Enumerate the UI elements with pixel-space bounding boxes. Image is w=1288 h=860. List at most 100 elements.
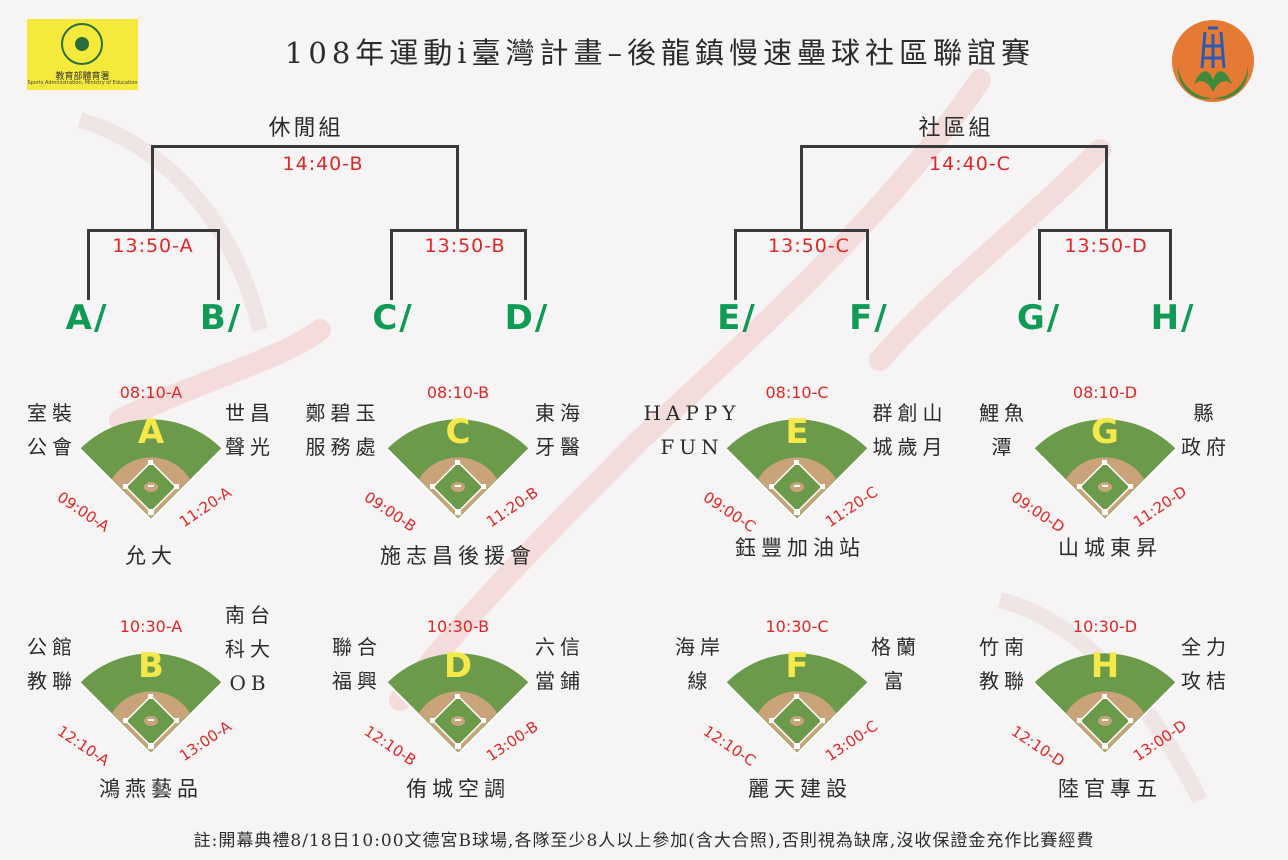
team-name-line: FUN [660,435,724,459]
bracket-line [800,145,803,231]
bracket-line [1169,229,1172,300]
pool-h-team-bottom: 陸官專五 [1058,777,1162,801]
pool-e-team-right: 群創山城歲月 [850,396,970,464]
pool-g-team-bottom: 山城東昇 [1058,536,1162,560]
team-name-line: 城歲月 [872,435,948,459]
pool-g-team-right: 縣政府 [1146,396,1266,464]
pool-a-team-left: 室裝公會 [0,396,112,464]
slot-a: A/ [65,298,109,338]
slot-h: H/ [1150,298,1196,338]
pool-time-top: 10:30-D [1072,617,1138,636]
bracket-line [1038,229,1041,300]
team-name-line: 富 [883,669,909,693]
page-title: 108年運動i臺灣計畫–後龍鎮慢速壘球社區聯誼賽 [284,36,1036,70]
pool-f-team-right: 格蘭富 [836,630,956,698]
baseball-diamond-icon [386,653,530,755]
slot-g: G/ [1016,298,1062,338]
team-name-line: 鄭碧玉 [305,401,381,425]
team-name-line: 海岸 [675,635,725,659]
pool-letter: C [445,412,471,452]
team-name-line: 公館 [27,635,77,659]
township-emblem-icon [1172,20,1254,102]
pool-h-team-right: 全力攻桔 [1146,630,1266,698]
slot-d: D/ [504,298,550,338]
pool-letter: H [1090,646,1120,686]
slot-b: B/ [199,298,243,338]
ministry-logo-name: 教育部體育署 [55,72,110,82]
team-name-line: 東海 [535,401,585,425]
bracket-line [217,229,220,300]
slot-c: C/ [372,298,414,338]
team-name-line: 福興 [332,669,382,693]
semi-time-b: 13:50-B [424,235,506,257]
pool-letter: E [785,412,809,452]
team-name-line: 全力 [1181,635,1231,659]
pool-time-top: 08:10-A [119,383,183,402]
team-name-line: 牙醫 [535,435,585,459]
team-name-line: HAPPY [643,401,741,425]
bracket-line [390,229,393,300]
ministry-seal-icon [61,23,103,65]
baseball-diamond-icon [79,653,223,755]
team-name-line: 鯉魚 [979,401,1029,425]
team-name-line: 服務處 [305,435,381,459]
pool-b-team-left: 公館教聯 [0,630,112,698]
team-name-line: OB [229,671,271,695]
baseball-diamond-icon [1033,653,1177,755]
bracket-line [87,229,90,300]
pool-time-top: 08:10-B [426,383,490,402]
pool-e-team-left: HAPPY FUN [632,396,752,464]
team-name-line: 教聯 [979,669,1029,693]
semi-time-d: 13:50-D [1064,235,1148,257]
team-name-line: 南台 [225,603,275,627]
pool-d-team-right: 六信當鋪 [500,630,620,698]
pool-c-team-right: 東海牙醫 [500,396,620,464]
footer-note: 註:開幕典禮8/18日10:00文德宮B球場,各隊至少8人以上參加(含大合照),… [193,831,1095,851]
team-name-line: 攻桔 [1181,669,1231,693]
bracket-line [734,229,737,300]
bracket-line [1038,229,1172,232]
semi-time-a: 13:50-A [112,235,194,257]
bracket-line [151,145,459,148]
team-name-line: 聲光 [225,435,275,459]
team-name-line: 政府 [1181,435,1231,459]
pool-a-team-right: 世昌聲光 [190,396,310,464]
team-name-line: 群創山 [872,401,948,425]
bracket-line [734,229,869,232]
team-name-line: 科大 [225,637,275,661]
baseball-diamond-icon [725,419,869,521]
team-name-line: 潭 [991,435,1017,459]
team-name-line: 室裝 [27,401,77,425]
pool-b-team-bottom: 鴻燕藝品 [99,777,203,801]
bracket-line [866,229,869,300]
pool-d-team-left: 聯合福興 [297,630,417,698]
pool-f-team-bottom: 麗天建設 [748,777,852,801]
bracket-line [456,145,459,231]
final-time-community: 14:40-C [929,153,1011,175]
pool-time-top: 10:30-A [119,617,183,636]
bracket-line [390,229,527,232]
pool-time-top: 10:30-B [426,617,490,636]
team-name-line: 當鋪 [535,669,585,693]
ministry-logo: 教育部體育署 Sports Administration, Ministry o… [27,19,138,90]
pool-c-team-bottom: 施志昌後援會 [380,544,536,568]
ministry-logo-subtitle: Sports Administration, Ministry of Educa… [27,80,138,86]
final-time-leisure: 14:40-B [282,153,364,175]
semi-time-c: 13:50-C [768,235,850,257]
bracket-line [1105,145,1108,231]
team-name-line: 線 [687,669,713,693]
pool-time-top: 10:30-C [765,617,829,636]
pool-d-team-bottom: 侑城空調 [406,777,510,801]
team-name-line: 竹南 [979,635,1029,659]
bracket-line [800,145,1108,148]
bracket-line [151,145,154,231]
slot-e: E/ [717,298,757,338]
pool-letter: A [137,412,165,452]
